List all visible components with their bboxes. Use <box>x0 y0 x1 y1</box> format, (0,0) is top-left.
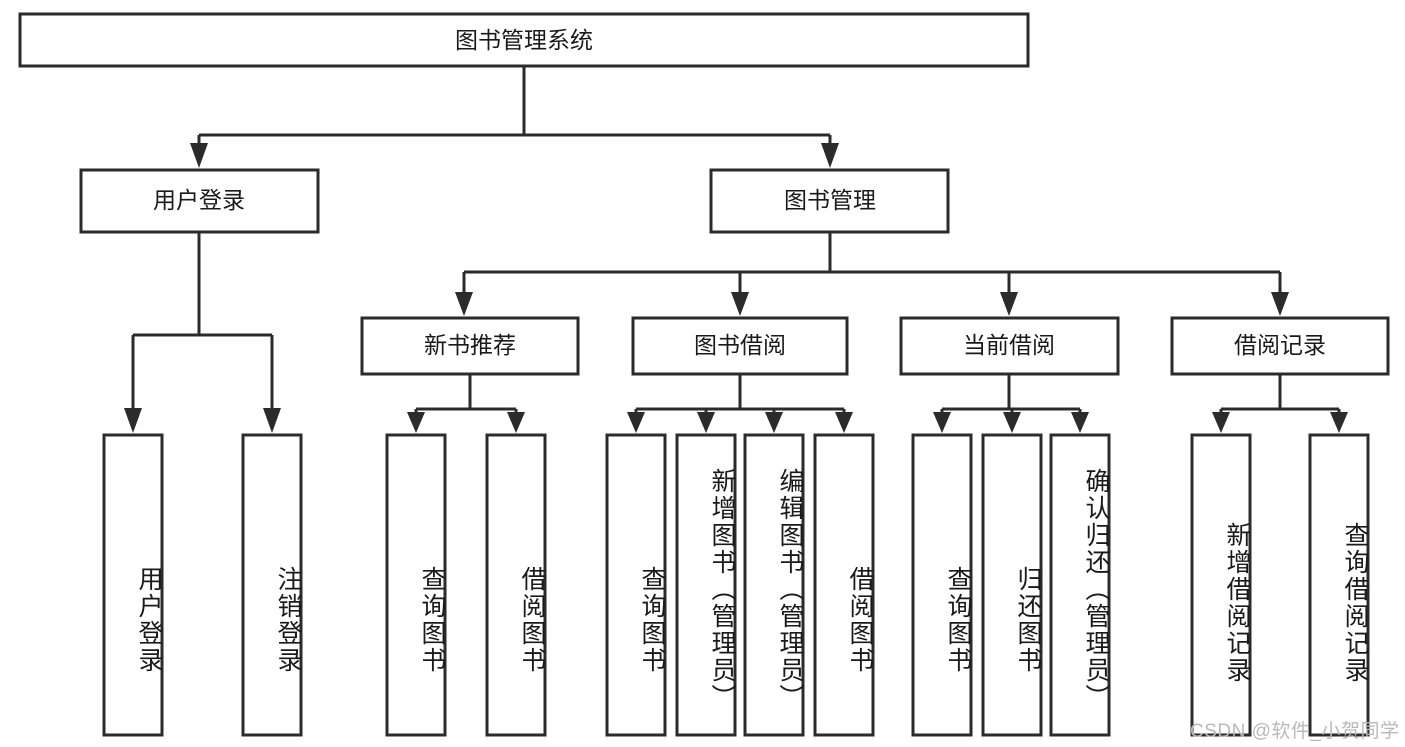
connector-group-newbook-to-leaves <box>407 374 525 433</box>
node-current-borrow-box[interactable] <box>899 316 1120 376</box>
arrow-head-current-3 <box>1071 412 1089 433</box>
connector-group-current-to-leaves <box>933 374 1089 433</box>
leaf-box-query-borrow-record[interactable] <box>1308 433 1370 737</box>
node-user-login-label: 用户登录 <box>153 187 245 213</box>
arrow-head-bookmgmt-4 <box>1271 292 1289 316</box>
arrow-head-login-1 <box>124 408 142 433</box>
leaf-label-add-borrow-record: 新增借阅记录 <box>1223 521 1251 684</box>
arrow-head-current-1 <box>933 412 951 433</box>
leaf-box-logout[interactable] <box>241 433 303 737</box>
leaf-label-borrow-book: 借阅图书 <box>846 566 874 674</box>
leaf-box-borrow-book-new[interactable] <box>485 433 547 737</box>
node-borrow-record-label: 借阅记录 <box>1234 332 1326 358</box>
connector-group-record-to-leaves <box>1212 374 1348 433</box>
arrow-head-root-2 <box>821 143 839 168</box>
leaf-label-user-login: 用户登录 <box>135 566 163 674</box>
leaf-box-query-book-current[interactable] <box>911 433 973 737</box>
leaf-label-query-book-new: 查询图书 <box>418 566 446 674</box>
leaf-label-query-book-current: 查询图书 <box>944 566 972 674</box>
leaf-label-query-borrow-record: 查询借阅记录 <box>1341 521 1369 684</box>
connector-group-root-to-level2 <box>190 66 839 168</box>
arrow-head-record-1 <box>1212 412 1230 433</box>
leaf-label-borrow-book-new: 借阅图书 <box>518 566 546 674</box>
arrow-head-record-2 <box>1330 412 1348 433</box>
node-book-management[interactable]: 图书管理 <box>709 168 950 234</box>
arrow-head-bookmgmt-3 <box>1000 292 1018 316</box>
node-book-borrow[interactable]: 图书借阅 <box>631 316 849 376</box>
connector-group-login-to-leaves <box>124 232 281 433</box>
node-current-borrow-label: 当前借阅 <box>963 332 1055 358</box>
leaf-box-borrow-book[interactable] <box>813 433 875 737</box>
connector-group-bookmgmt-to-level3 <box>455 232 1289 316</box>
leaf-box-user-login[interactable] <box>102 433 164 737</box>
leaf-label-edit-book-admin: 编辑图书（管理员） <box>776 467 804 711</box>
arrow-head-current-2 <box>1003 412 1021 433</box>
node-current-borrow[interactable]: 当前借阅 <box>899 316 1120 376</box>
leaf-box-add-book-admin[interactable] <box>675 433 737 737</box>
arrow-head-borrow-4 <box>835 412 853 433</box>
leaf-label-return-book: 归还图书 <box>1014 566 1042 674</box>
leaf-box-edit-book-admin[interactable] <box>743 433 805 737</box>
leaf-box-confirm-return-admin[interactable] <box>1049 433 1111 737</box>
node-book-management-label: 图书管理 <box>784 187 876 213</box>
leaf-box-query-book-borrow[interactable] <box>605 433 667 737</box>
node-book-management-box[interactable] <box>709 168 950 234</box>
arrow-head-bookmgmt-2 <box>731 292 749 316</box>
node-root-box[interactable] <box>18 12 1030 68</box>
leaf-box-return-book[interactable] <box>981 433 1043 737</box>
node-book-borrow-box[interactable] <box>631 316 849 376</box>
connector-group-borrow-to-leaves <box>627 374 853 433</box>
arrow-head-borrow-3 <box>765 412 783 433</box>
node-new-book-recommend[interactable]: 新书推荐 <box>360 316 580 376</box>
node-new-book-recommend-box[interactable] <box>360 316 580 376</box>
node-user-login[interactable]: 用户登录 <box>79 168 320 234</box>
arrow-head-login-2 <box>263 408 281 433</box>
csdn-watermark: CSDN @软件_小贺同学 <box>1190 721 1400 742</box>
arrow-head-root-1 <box>190 143 208 168</box>
node-user-login-box[interactable] <box>79 168 320 234</box>
arrow-head-newbook-1 <box>407 412 425 433</box>
leaf-label-add-book-admin: 新增图书（管理员） <box>708 467 736 711</box>
leaf-label-logout: 注销登录 <box>274 566 302 674</box>
leaf-label-confirm-return-admin: 确认归还（管理员） <box>1082 467 1110 711</box>
node-root[interactable]: 图书管理系统 <box>18 12 1030 68</box>
arrow-head-newbook-2 <box>507 412 525 433</box>
arrow-head-bookmgmt-1 <box>455 292 473 316</box>
node-borrow-record[interactable]: 借阅记录 <box>1170 316 1390 376</box>
node-root-label: 图书管理系统 <box>455 27 593 53</box>
leaf-box-add-borrow-record[interactable] <box>1190 433 1252 737</box>
arrow-head-borrow-1 <box>627 412 645 433</box>
node-new-book-recommend-label: 新书推荐 <box>424 332 516 358</box>
node-book-borrow-label: 图书借阅 <box>694 332 786 358</box>
arrow-head-borrow-2 <box>697 412 715 433</box>
leaf-box-query-book-new[interactable] <box>385 433 447 737</box>
node-borrow-record-box[interactable] <box>1170 316 1390 376</box>
leaf-label-query-book-borrow: 查询图书 <box>638 566 666 674</box>
